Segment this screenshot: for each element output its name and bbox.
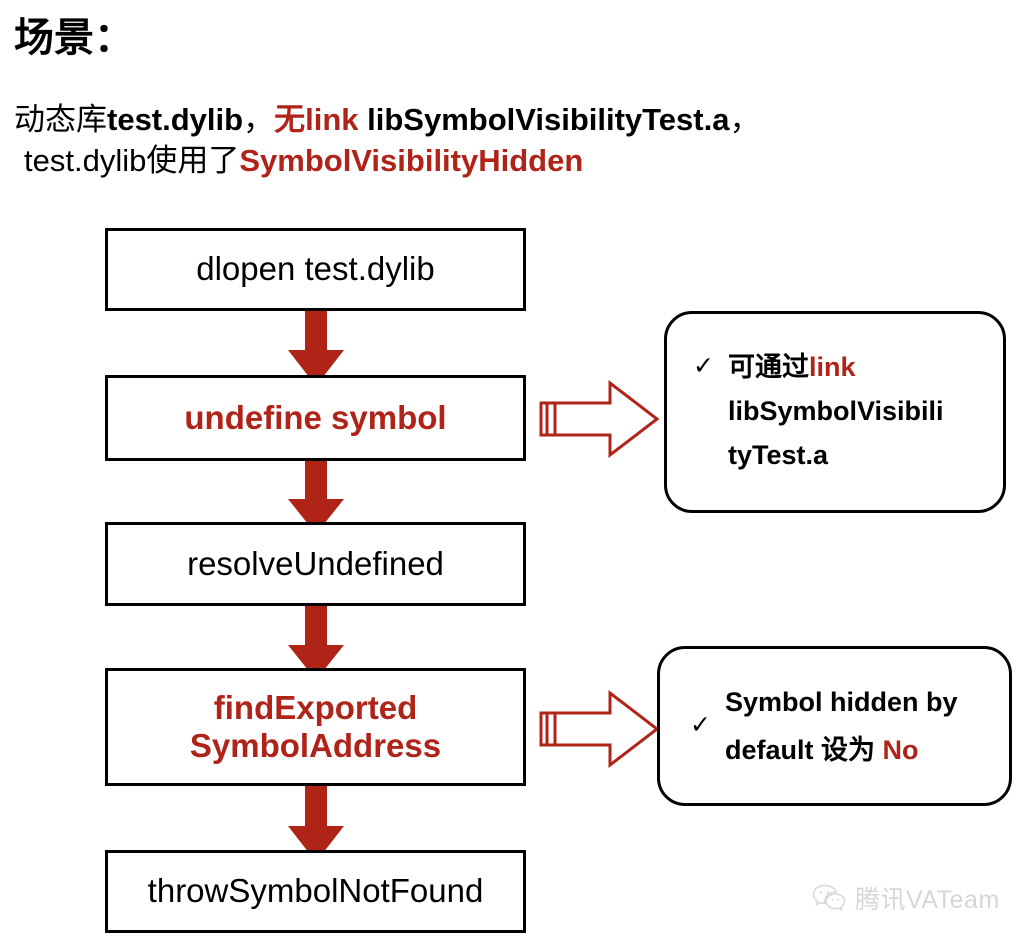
watermark: 腾讯VATeam	[812, 880, 1000, 916]
callout-text: 可通过link libSymbolVisibili tyTest.a	[728, 346, 944, 477]
callout-symbol-hidden-setting[interactable]: ✓ Symbol hidden by default 设为 No	[657, 646, 1012, 806]
check-icon: ✓	[693, 352, 714, 381]
callout-link-library[interactable]: ✓ 可通过link libSymbolVisibili tyTest.a	[664, 311, 1006, 513]
text-run: 无link	[274, 102, 359, 137]
scenario-line-2: test.dylib使用了SymbolVisibilityHidden	[14, 141, 1014, 182]
watermark-label: 腾讯VATeam	[855, 886, 1000, 914]
text-run: link	[808, 352, 856, 383]
flow-node-dlopen[interactable]: dlopen test.dylib	[105, 228, 526, 311]
scenario-line-1: 动态库test.dylib，无link libSymbolVisibilityT…	[14, 100, 1014, 141]
flow-node-undefine-symbol[interactable]: undefine symbol	[105, 375, 526, 461]
text-run: libSymbolVisibilityTest.a	[358, 102, 730, 137]
text-run: Symbol hidden by	[724, 686, 958, 717]
callout-text: Symbol hidden by default 设为 No	[725, 678, 958, 774]
flow-node-resolve-undefined[interactable]: resolveUndefined	[105, 522, 526, 606]
text-run: 可通过	[727, 352, 809, 383]
wechat-icon	[812, 883, 846, 913]
flow-node-throw-symbol-not-found[interactable]: throwSymbolNotFound	[105, 850, 526, 933]
check-icon: ✓	[690, 711, 711, 740]
text-run: No	[882, 735, 919, 765]
page-title: 场景：	[14, 16, 134, 60]
text-run: test.dylib	[107, 102, 244, 137]
text-run: libSymbolVisibili	[727, 396, 944, 427]
text-run: tyTest.a	[727, 439, 828, 470]
text-run: ，	[729, 102, 761, 137]
arrow-down-icon	[288, 596, 344, 680]
arrow-down-icon	[288, 300, 344, 386]
arrow-down-icon	[288, 776, 344, 862]
arrow-right-block-icon	[538, 378, 660, 460]
text-run: default 设为	[724, 735, 883, 765]
text-run: 动态库	[14, 102, 107, 137]
text-run: test.dylib使用了	[24, 142, 240, 178]
text-run: SymbolVisibilityHidden	[239, 142, 584, 178]
text-run: ，	[243, 102, 275, 137]
scenario-description: 动态库test.dylib，无link libSymbolVisibilityT…	[14, 100, 1014, 182]
arrow-right-block-icon	[538, 688, 660, 770]
arrow-down-icon	[288, 450, 344, 534]
